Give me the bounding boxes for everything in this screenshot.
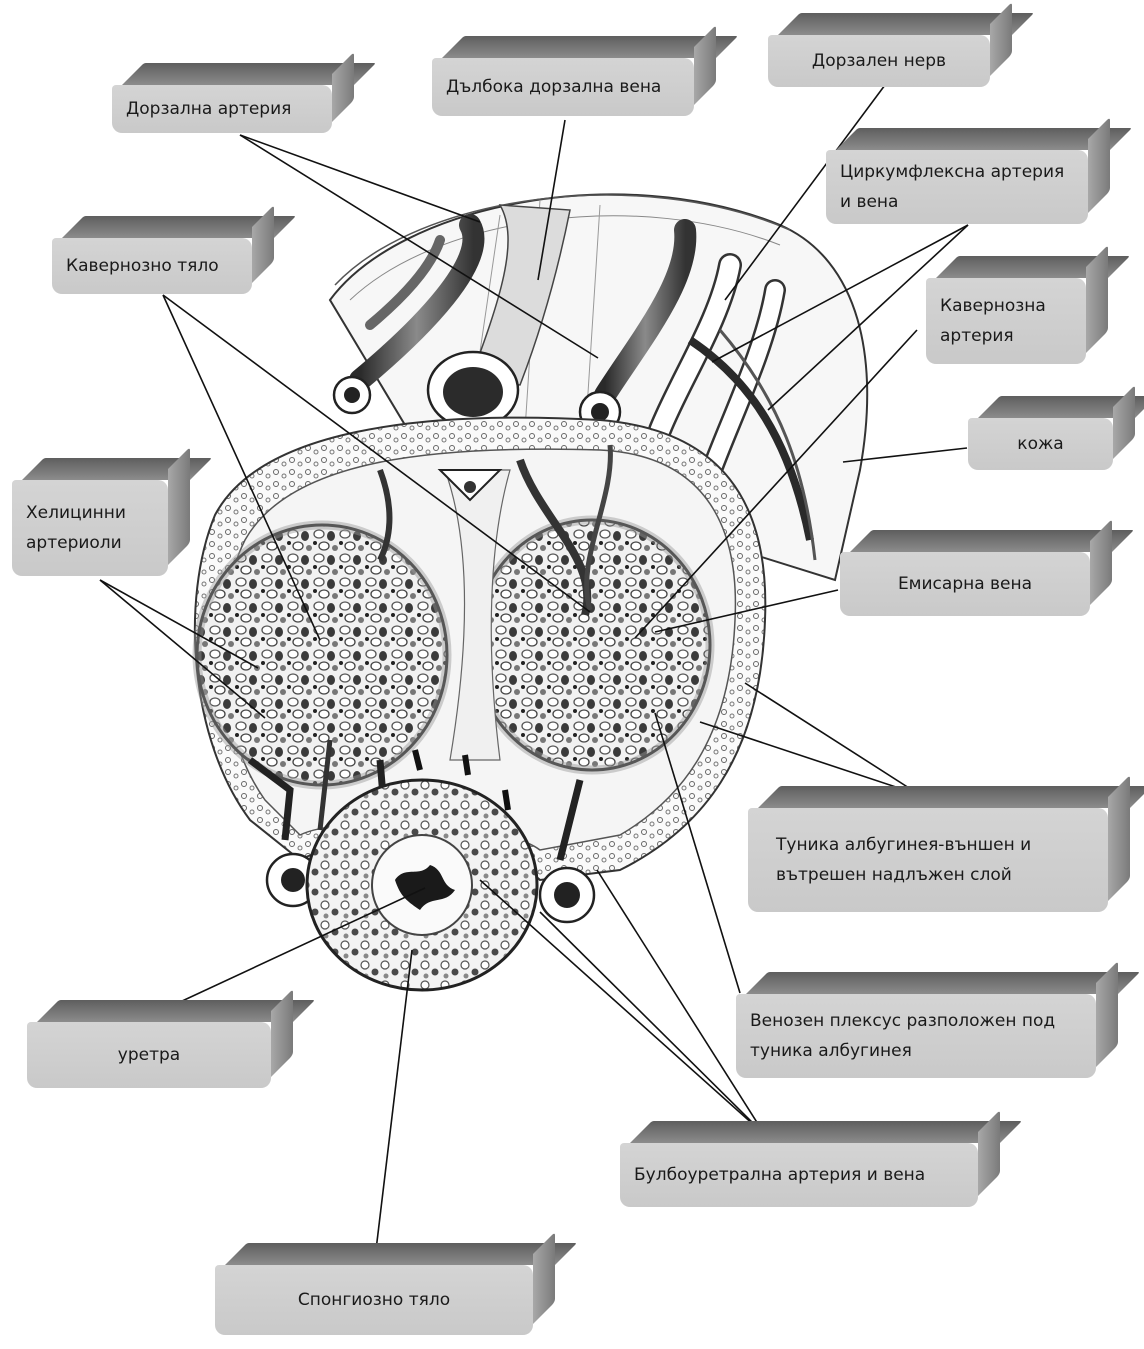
label-emissary-vein-text: Емисарна вена (898, 569, 1032, 599)
label-helicine: Хелицинни артериоли (12, 480, 168, 576)
label-dorsal-artery: Дорзална артерия (112, 85, 332, 133)
label-tunica: Туника албугинея-външен и вътрешен надлъ… (748, 808, 1108, 912)
label-venous-plexus: Венозен плексус разположен под туника ал… (736, 994, 1096, 1078)
label-spongy-body-text: Спонгиозно тяло (298, 1285, 450, 1315)
label-circumflex-text: Циркумфлексна артерия и вена (840, 157, 1074, 217)
label-bulbourethral-text: Булбоуретрална артерия и вена (634, 1160, 925, 1190)
label-emissary-vein: Емисарна вена (840, 552, 1090, 616)
label-deep-dorsal-vein-text: Дълбока дорзална вена (446, 72, 661, 102)
label-cavernous-artery: Кавернозна артерия (926, 278, 1086, 364)
label-spongy-body: Спонгиозно тяло (215, 1265, 533, 1335)
label-cavernous-artery-text: Кавернозна артерия (940, 291, 1072, 351)
label-skin: кожа (968, 418, 1113, 470)
label-helicine-text: Хелицинни артериоли (26, 498, 154, 558)
label-dorsal-nerve-text: Дорзален нерв (812, 46, 946, 76)
label-circumflex: Циркумфлексна артерия и вена (826, 150, 1088, 224)
label-cavernous-body-text: Кавернозно тяло (66, 251, 219, 281)
label-deep-dorsal-vein: Дълбока дорзална вена (432, 58, 694, 116)
label-dorsal-artery-text: Дорзална артерия (126, 94, 291, 124)
label-urethra-text: уретра (118, 1040, 180, 1070)
label-skin-text: кожа (1017, 429, 1063, 459)
label-bulbourethral: Булбоуретрална артерия и вена (620, 1143, 978, 1207)
label-urethra: уретра (27, 1022, 271, 1088)
label-dorsal-nerve: Дорзален нерв (768, 35, 990, 87)
label-cavernous-body: Кавернозно тяло (52, 238, 252, 294)
label-tunica-text: Туника албугинея-външен и вътрешен надлъ… (776, 830, 1094, 890)
label-venous-plexus-text: Венозен плексус разположен под туника ал… (750, 1006, 1082, 1066)
